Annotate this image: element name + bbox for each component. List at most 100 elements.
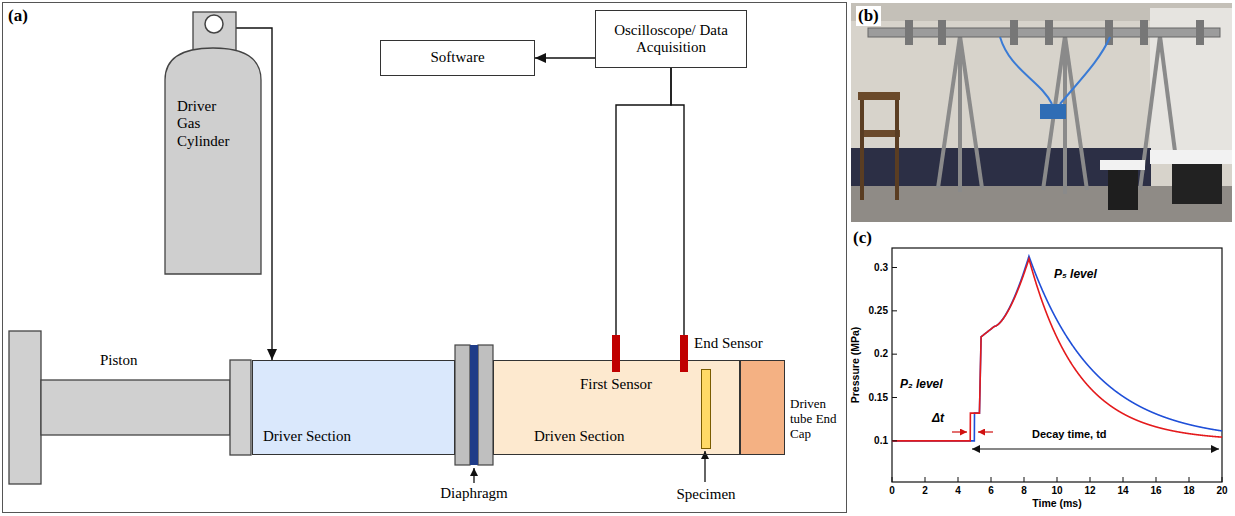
tick-label: 4	[955, 485, 961, 497]
tick-label: 10	[1051, 485, 1062, 497]
piston-rod	[41, 380, 230, 435]
pressure-trace	[892, 259, 1222, 441]
gas-pipe	[236, 27, 263, 29]
photo-desk	[1100, 160, 1145, 170]
axis-tick	[892, 310, 897, 311]
oscilloscope-box: Oscilloscope/ Data Acquisition	[595, 10, 747, 68]
tick-label: 6	[988, 485, 994, 497]
cylinder-neck	[193, 12, 236, 52]
tick-label: 12	[1084, 485, 1095, 497]
axis-tick	[1024, 477, 1025, 482]
tick-label: 18	[1183, 485, 1194, 497]
diaphragm: Diaphragm	[470, 345, 478, 465]
axis-tick	[1090, 477, 1091, 482]
photo-flange	[1045, 20, 1053, 45]
photo-chair	[858, 92, 900, 100]
tube-fill	[740, 360, 785, 455]
lab-photo	[851, 3, 1232, 222]
tick-label: 2	[922, 485, 928, 497]
connector	[535, 57, 595, 58]
delta-t-arrow	[952, 431, 967, 432]
axis-tick	[1057, 477, 1058, 482]
axis-tick	[1156, 477, 1157, 482]
axis-tick	[1123, 477, 1124, 482]
cylinder-valve	[205, 15, 223, 33]
annotation: Δt	[930, 412, 946, 426]
tick-label: 8	[1021, 485, 1027, 497]
tick-label: 16	[1150, 485, 1161, 497]
driven-section: Driven Section Specimen	[493, 360, 740, 455]
pressure-trace	[892, 256, 1222, 441]
axis-tick	[892, 397, 897, 398]
photo-instrument	[1040, 104, 1066, 119]
connector	[263, 28, 272, 360]
connector	[616, 68, 671, 335]
flange	[478, 345, 493, 465]
photo-desk	[1150, 150, 1232, 164]
axis-tick	[1189, 477, 1190, 482]
photo-stand	[960, 36, 982, 188]
delta-t-arrow	[978, 431, 993, 432]
diaphragm-label: Diaphragm	[440, 485, 507, 502]
software-box-label: Software	[430, 49, 484, 66]
axis-title: Pressure (MPa)	[849, 327, 861, 403]
tick-label: 0.15	[869, 392, 888, 404]
axis-tick	[892, 267, 897, 268]
pressure-sensor: First Sensor	[612, 335, 620, 372]
flange	[455, 345, 470, 465]
photo-flange	[1196, 20, 1204, 45]
axis-tick	[991, 477, 992, 482]
annotation: P₅ level	[1052, 268, 1099, 282]
panel-label: (b)	[856, 6, 881, 26]
photo-chair	[1172, 164, 1222, 204]
photo-cable	[1060, 37, 1110, 104]
piston: Piston	[8, 330, 252, 485]
gas-cylinder-label: Driver Gas Cylinder	[177, 98, 237, 150]
axis-tick	[892, 440, 897, 441]
oscilloscope-box-label: Oscilloscope/ Data Acquisition	[602, 22, 740, 57]
plot-frame	[892, 248, 1222, 482]
tick-label: 0.3	[874, 262, 888, 274]
software-box: Software	[380, 40, 535, 76]
photo-shock-tube	[868, 28, 1220, 37]
pressure-sensor: End Sensor	[680, 335, 688, 372]
tick-label: 0.1	[874, 435, 888, 447]
photo-stand	[958, 36, 962, 192]
photo-stand	[938, 36, 960, 188]
leader-arrow	[704, 451, 705, 482]
pressure-chart	[892, 248, 1222, 482]
tube-fill	[493, 360, 740, 455]
specimen-label: Specimen	[676, 486, 735, 503]
photo-chair	[1108, 170, 1138, 210]
photo-flange	[905, 20, 913, 45]
photo-flange	[938, 20, 946, 45]
axis-tick	[892, 477, 893, 482]
decay-arrow	[972, 448, 1219, 449]
piston-plate	[9, 331, 41, 484]
tick-label: 0.25	[869, 305, 888, 317]
tick-label: 0.2	[874, 348, 888, 360]
photo-wall	[851, 3, 1232, 222]
annotation: Decay time, td	[1030, 428, 1109, 441]
annotation: P₂ level	[898, 378, 945, 392]
piston-head	[230, 360, 251, 455]
photo-chair	[860, 100, 864, 200]
photo-chair	[860, 130, 900, 137]
connector	[671, 68, 684, 335]
specimen: Specimen	[701, 369, 711, 449]
piston-label: Piston	[100, 352, 138, 369]
panel-label: (c)	[853, 228, 872, 248]
driven-section-label: Driven Section	[534, 428, 624, 445]
gas-cylinder: Driver Gas Cylinder	[163, 8, 263, 276]
pressure-sensor-label: End Sensor	[694, 335, 763, 352]
tick-label: 20	[1216, 485, 1227, 497]
driver-section: Driver Section	[252, 360, 455, 455]
cylinder-body	[165, 48, 261, 274]
axis-tick	[925, 477, 926, 482]
photo-flange	[1140, 20, 1148, 45]
axis-tick	[958, 477, 959, 482]
end-cap: Driven tube End Cap	[740, 360, 785, 455]
driver-section-label: Driver Section	[263, 428, 351, 445]
axis-tick	[892, 354, 897, 355]
